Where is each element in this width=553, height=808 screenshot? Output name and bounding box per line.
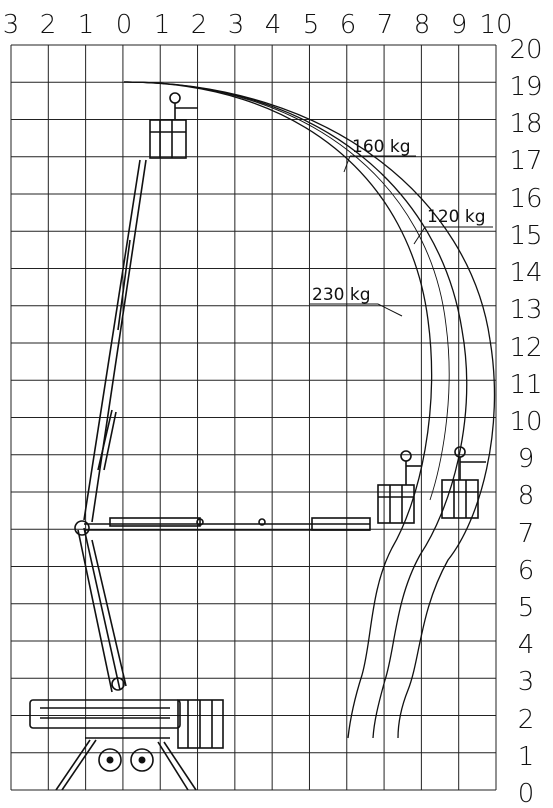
label-160kg: 160 kg (352, 137, 411, 157)
x-tick-1: 1 (154, 10, 171, 40)
y-tick-3: 3 (518, 667, 535, 697)
x-tick-2-left: 2 (40, 10, 57, 40)
y-tick-16: 16 (509, 184, 542, 214)
y-tick-7: 7 (518, 519, 535, 549)
x-tick-4: 4 (265, 10, 282, 40)
x-tick-3-left: 3 (3, 10, 20, 40)
platform-mid-left (377, 450, 422, 524)
x-tick-0: 0 (116, 10, 133, 40)
y-tick-8: 8 (518, 481, 535, 511)
envelope-130kg-inner (123, 81, 450, 501)
y-tick-14: 14 (509, 258, 542, 288)
y-tick-10: 10 (509, 407, 542, 437)
y-tick-5: 5 (518, 593, 535, 623)
x-tick-10: 10 (479, 10, 512, 40)
x-tick-7: 7 (377, 10, 394, 40)
reach-envelopes (123, 81, 496, 739)
x-tick-9: 9 (451, 10, 468, 40)
upper-boom-vertical (83, 159, 147, 523)
y-tick-11: 11 (509, 370, 542, 400)
y-tick-13: 13 (509, 295, 542, 325)
vertical-scale: 20 19 18 17 16 15 14 13 12 11 10 9 8 7 6… (509, 35, 542, 808)
y-tick-17: 17 (509, 146, 542, 176)
y-tick-9: 9 (518, 444, 535, 474)
y-tick-12: 12 (509, 333, 542, 363)
y-tick-18: 18 (509, 109, 542, 139)
y-tick-6: 6 (518, 556, 535, 586)
y-tick-20: 20 (509, 35, 542, 65)
envelope-230kg (123, 81, 433, 739)
x-tick-5: 5 (303, 10, 320, 40)
horizontal-scale: 3 2 1 0 1 2 3 4 5 6 7 8 9 10 (3, 10, 513, 40)
x-tick-6: 6 (340, 10, 357, 40)
label-120kg: 120 kg (427, 207, 486, 227)
machine-base (29, 699, 224, 791)
envelope-120kg (123, 81, 496, 739)
lower-boom (74, 520, 127, 693)
y-tick-19: 19 (509, 72, 542, 102)
x-tick-1-left: 1 (78, 10, 95, 40)
grid (10, 44, 497, 791)
x-tick-3: 3 (228, 10, 245, 40)
load-labels: 160 kg 120 kg 230 kg (310, 137, 493, 317)
y-tick-15: 15 (509, 221, 542, 251)
y-tick-1: 1 (518, 742, 535, 772)
platform-mid-right (441, 446, 486, 519)
x-tick-8: 8 (414, 10, 431, 40)
label-230kg: 230 kg (312, 285, 371, 305)
y-tick-4: 4 (518, 630, 535, 660)
y-tick-0: 0 (518, 779, 535, 808)
y-tick-2: 2 (518, 705, 535, 735)
x-tick-2: 2 (191, 10, 208, 40)
platform-top (149, 92, 198, 159)
upper-boom-horizontal (84, 517, 371, 531)
envelope-160kg (123, 81, 468, 739)
